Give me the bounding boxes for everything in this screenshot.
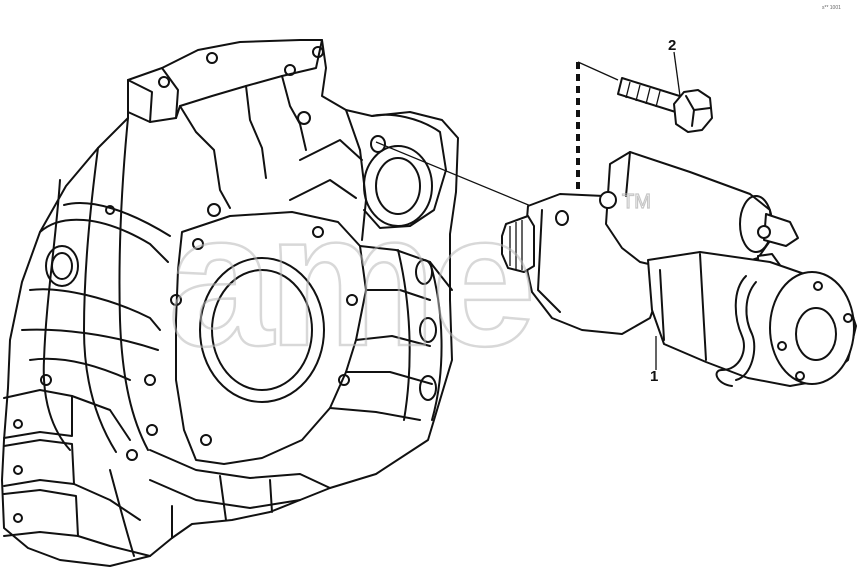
watermark-trademark: TM: [622, 191, 651, 213]
leader-line-2: [673, 51, 681, 97]
callout-1: 1: [650, 368, 658, 385]
starter-motor: [501, 151, 857, 387]
mounting-bolt: [617, 77, 713, 133]
flywheel-housing: [1, 39, 459, 567]
callout-2: 2: [668, 37, 676, 54]
watermark-logo: ame: [168, 174, 531, 386]
drawing-reference: s** 1001: [822, 5, 841, 11]
